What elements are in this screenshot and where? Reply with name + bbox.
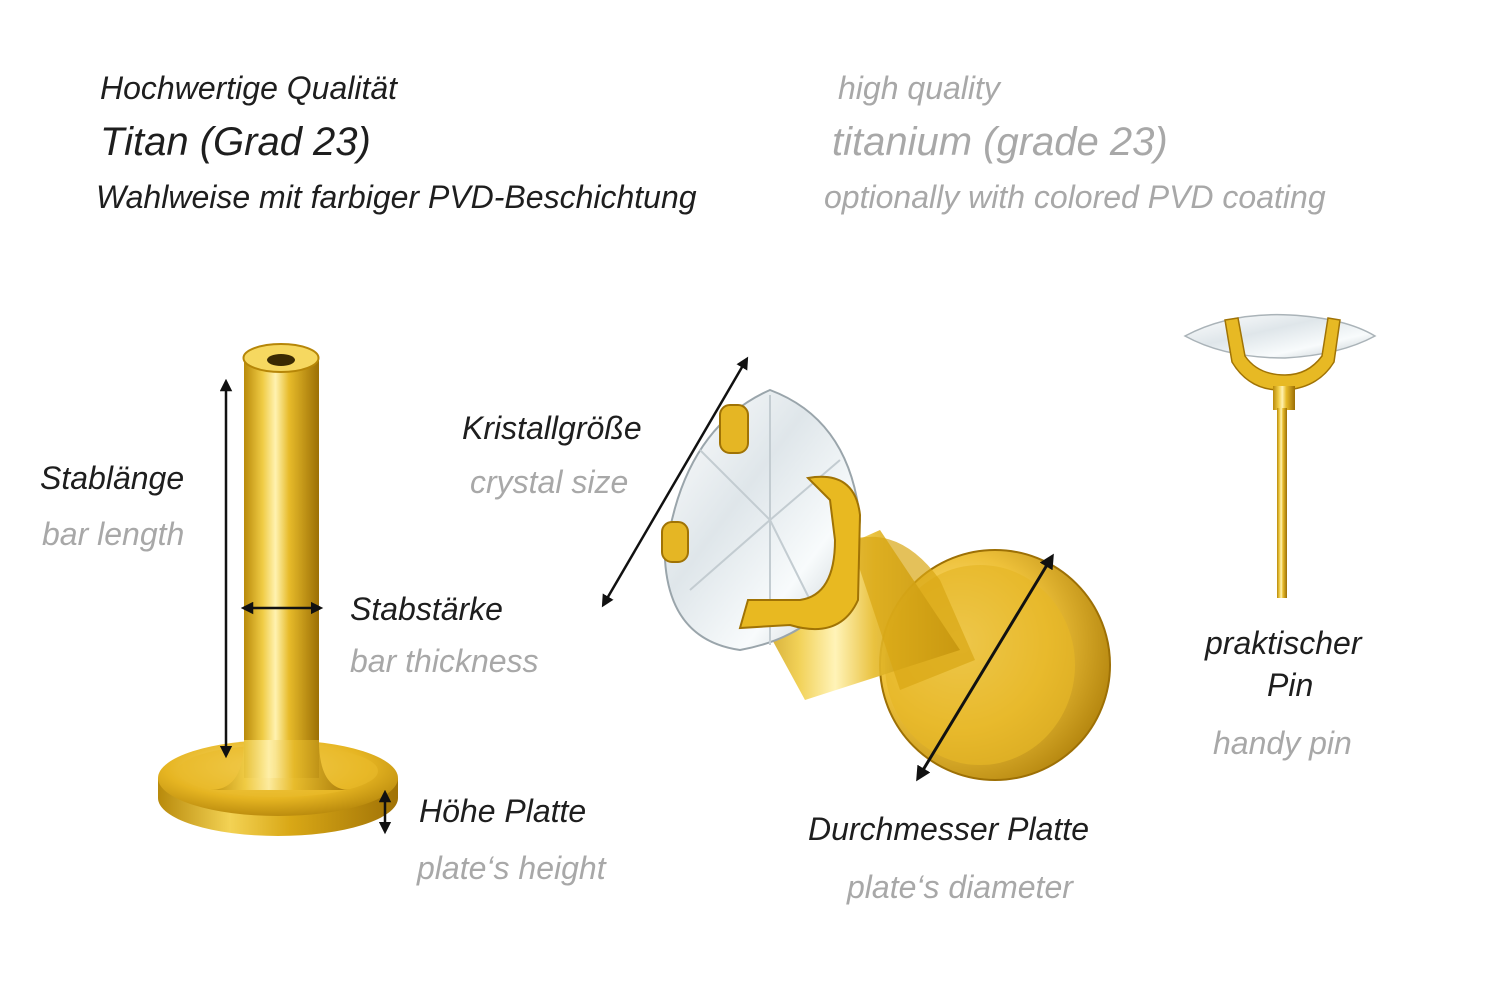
handy-pin-label-de-line1: praktischer <box>1205 625 1362 661</box>
handy-pin-label-de-line2: Pin <box>1267 667 1314 703</box>
crystal-size-arrow <box>601 356 749 608</box>
crystal-pin-right <box>1183 313 1377 598</box>
bar-length-label-de: Stablänge <box>40 460 185 496</box>
plate-height-label-de: Höhe Platte <box>419 793 587 829</box>
header-coating-en: optionally with colored PVD coating <box>824 179 1326 215</box>
bar-thickness-label-en: bar thickness <box>350 643 539 679</box>
plate-diameter-label-en: plate‘s diameter <box>847 869 1073 905</box>
plate-diameter-label-de: Durchmesser Platte <box>808 811 1089 847</box>
labret-post-left <box>158 343 398 836</box>
plate-height-label-en: plate‘s height <box>417 850 606 886</box>
crystal-size-label-de: Kristallgröße <box>462 410 642 446</box>
header-quality-de: Hochwertige Qualität <box>100 70 398 106</box>
header-material-en: titanium (grade 23) <box>832 120 1168 164</box>
crystal-size-label-en: crystal size <box>470 464 629 500</box>
bar-thickness-label-de: Stabstärke <box>350 591 503 627</box>
crystal-labret-middle <box>661 388 1111 781</box>
plate-diameter-arrow <box>916 553 1054 782</box>
header-material-de: Titan (Grad 23) <box>100 120 371 164</box>
header-quality-en: high quality <box>838 70 1000 106</box>
bar-length-label-en: bar length <box>42 516 185 552</box>
handy-pin-label-en: handy pin <box>1213 725 1352 761</box>
header-coating-de: Wahlweise mit farbiger PVD-Beschichtung <box>96 179 697 215</box>
